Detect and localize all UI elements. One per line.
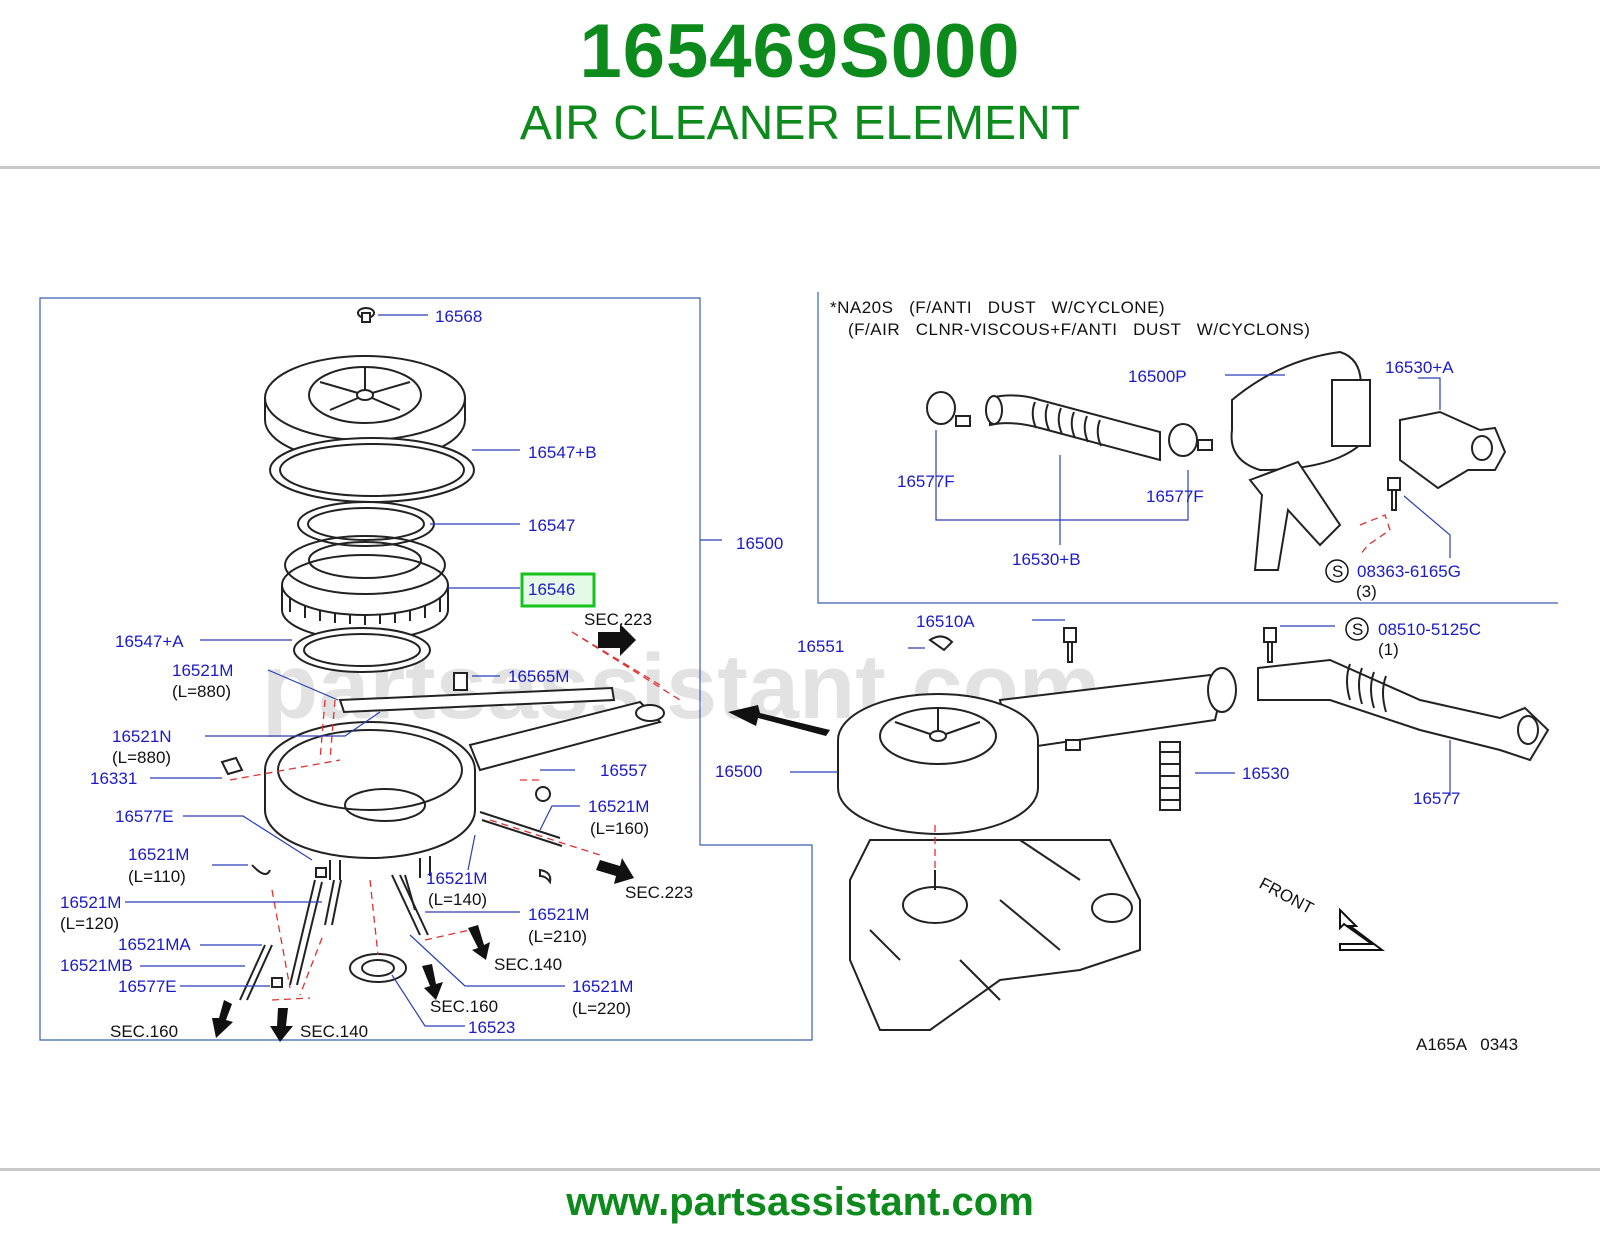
label-08363-6165g[interactable]: 08363-6165G <box>1357 562 1461 581</box>
assembly-arrow-icon <box>728 705 830 736</box>
label-16521m-210[interactable]: 16521M <box>528 905 589 924</box>
air-cleaner-cover-drawing <box>264 355 466 463</box>
label-16521m-120[interactable]: 16521M <box>60 893 121 912</box>
section-arrows <box>212 624 636 1042</box>
length-880-a: (L=880) <box>172 682 231 701</box>
label-16521m-160[interactable]: 16521M <box>588 797 649 816</box>
length-880-b: (L=880) <box>112 748 171 767</box>
cyclone-assembly-drawing <box>926 350 1507 571</box>
label-16547[interactable]: 16547 <box>528 516 575 535</box>
label-16568[interactable]: 16568 <box>435 307 482 326</box>
part-labels: 16568 16547+B 16547 16546 16500 16547+A … <box>60 307 1481 1037</box>
label-16500-a[interactable]: 16500 <box>736 534 783 553</box>
part-number-title: 165469S000 <box>579 9 1021 94</box>
label-16577f-b[interactable]: 16577F <box>1146 487 1204 506</box>
label-16546[interactable]: 16546 <box>528 580 575 599</box>
target-part-highlight <box>520 572 596 608</box>
label-16521m-880[interactable]: 16521M <box>172 661 233 680</box>
label-16530[interactable]: 16530 <box>1242 764 1289 783</box>
footer-divider <box>0 1168 1600 1171</box>
arrow-sec223b-icon <box>596 858 634 884</box>
length-220: (L=220) <box>572 999 631 1018</box>
label-16523[interactable]: 16523 <box>468 1018 515 1037</box>
arrow-sec223a-icon <box>598 624 636 656</box>
diagram-code: A165A 0343 <box>1416 1035 1518 1054</box>
leader-lines-right-bottom <box>790 619 1451 796</box>
gasket-16547b-drawing <box>269 437 475 503</box>
part-name-subtitle: AIR CLEANER ELEMENT <box>519 97 1081 150</box>
label-16500p[interactable]: 16500P <box>1128 367 1187 386</box>
filter-element-16546-drawing <box>281 535 449 641</box>
pad-16565m-drawing <box>453 672 468 691</box>
leader-lines-left <box>125 314 722 1027</box>
length-140: (L=140) <box>428 890 487 909</box>
length-160: (L=160) <box>590 819 649 838</box>
sec-160-a[interactable]: SEC.160 <box>430 997 498 1016</box>
main-assembly-frame <box>39 297 813 1041</box>
hose-routing-dashes <box>229 631 681 1001</box>
variant-note-line1: *NA20S (F/ANTI DUST W/CYCLONE) <box>830 298 1165 317</box>
label-16577e-b[interactable]: 16577E <box>118 977 177 996</box>
label-16565m[interactable]: 16565M <box>508 667 569 686</box>
label-16521mb[interactable]: 16521MB <box>60 956 133 975</box>
label-16551[interactable]: 16551 <box>797 637 844 656</box>
arrow-sec160b-icon <box>212 1000 233 1038</box>
page-header: 165469S000 AIR CLEANER ELEMENT <box>0 0 1600 168</box>
label-16510a[interactable]: 16510A <box>916 612 975 631</box>
wing-nut-drawing <box>357 307 375 323</box>
leader-lines-right-top <box>935 374 1451 558</box>
section-references: SEC.223 SEC.223 SEC.140 SEC.160 SEC.160 … <box>110 610 693 1041</box>
sec-140-a[interactable]: SEC.140 <box>494 955 562 974</box>
seal-16547-drawing <box>297 501 435 547</box>
sec-140-b[interactable]: SEC.140 <box>300 1022 368 1041</box>
sec-223-a[interactable]: SEC.223 <box>584 610 652 629</box>
label-16547b[interactable]: 16547+B <box>528 443 597 462</box>
sec-160-b[interactable]: SEC.160 <box>110 1022 178 1041</box>
label-16577[interactable]: 16577 <box>1413 789 1460 808</box>
sec-223-b[interactable]: SEC.223 <box>625 883 693 902</box>
installed-air-cleaner-drawing <box>837 627 1550 1031</box>
s-marker-a-icon <box>1325 559 1349 583</box>
quantity-1: (1) <box>1378 640 1399 659</box>
air-cleaner-body-drawing <box>264 686 665 880</box>
arrow-sec160a-icon <box>422 964 443 1000</box>
gasket-16547a-drawing <box>293 627 431 673</box>
label-16530b[interactable]: 16530+B <box>1012 550 1081 569</box>
label-16577f-a[interactable]: 16577F <box>897 472 955 491</box>
label-16547a[interactable]: 16547+A <box>115 632 184 651</box>
length-210: (L=210) <box>528 927 587 946</box>
front-arrow-icon <box>1339 907 1385 951</box>
quantity-3: (3) <box>1356 582 1377 601</box>
label-16530a[interactable]: 16530+A <box>1385 358 1454 377</box>
s-marker-b-icon <box>1345 617 1369 641</box>
arrow-sec140a-icon <box>468 925 490 960</box>
s-marker-b-text: S <box>1352 620 1363 639</box>
label-16521m-220[interactable]: 16521M <box>572 977 633 996</box>
s-marker-a-text: S <box>1332 562 1343 581</box>
footer-url-link[interactable]: www.partsassistant.com <box>566 1180 1034 1224</box>
label-16521m-110[interactable]: 16521M <box>128 845 189 864</box>
label-16521n[interactable]: 16521N <box>112 727 172 746</box>
length-110: (L=110) <box>128 867 186 886</box>
label-16521m-140[interactable]: 16521M <box>426 869 487 888</box>
variant-note-frame <box>817 292 1558 604</box>
length-120: (L=120) <box>60 914 119 933</box>
label-16500-b[interactable]: 16500 <box>715 762 762 781</box>
label-16577e-a[interactable]: 16577E <box>115 807 174 826</box>
header-divider <box>0 166 1600 169</box>
variant-note-line2: (F/AIR CLNR-VISCOUS+F/ANTI DUST W/CYCLON… <box>848 320 1310 339</box>
label-16331[interactable]: 16331 <box>90 769 137 788</box>
arrow-sec140b-icon <box>270 1008 293 1042</box>
label-16557[interactable]: 16557 <box>600 761 647 780</box>
front-label: FRONT <box>1256 874 1317 918</box>
label-16521ma[interactable]: 16521MA <box>118 935 191 954</box>
label-08510-5125c[interactable]: 08510-5125C <box>1378 620 1481 639</box>
